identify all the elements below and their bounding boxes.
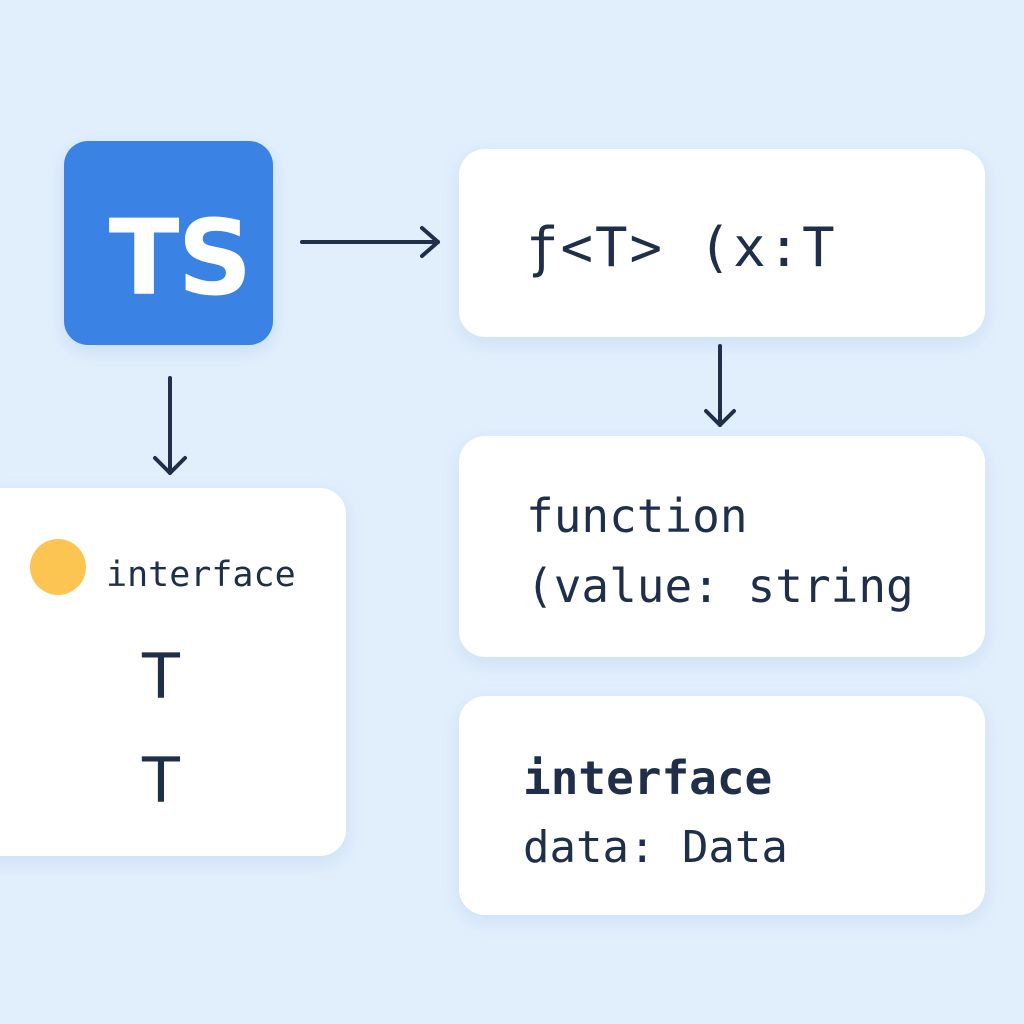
logo-text: TS bbox=[108, 197, 253, 319]
generic-signature: ƒ<T> (x:T bbox=[526, 216, 837, 279]
data-interface-card: interface data: Data bbox=[459, 696, 985, 915]
function-params: (value: string bbox=[526, 559, 914, 613]
generic-signature-card: ƒ<T> (x:T bbox=[459, 149, 985, 337]
arrow-generic-to-function bbox=[704, 344, 736, 427]
arrow-logo-to-generic bbox=[300, 226, 440, 258]
type-param-2: T bbox=[142, 744, 180, 817]
type-param-1: T bbox=[142, 640, 180, 713]
interface-keyword: interface bbox=[523, 751, 773, 805]
function-card: function (value: string bbox=[459, 436, 985, 657]
function-keyword: function bbox=[526, 489, 748, 543]
interface-label: interface bbox=[106, 555, 296, 595]
interface-card: interface T T bbox=[0, 488, 346, 856]
data-property: data: Data bbox=[523, 822, 788, 873]
typescript-logo: TS bbox=[64, 141, 273, 345]
arrow-logo-to-interface bbox=[153, 376, 187, 475]
yellow-dot-icon bbox=[30, 539, 86, 595]
